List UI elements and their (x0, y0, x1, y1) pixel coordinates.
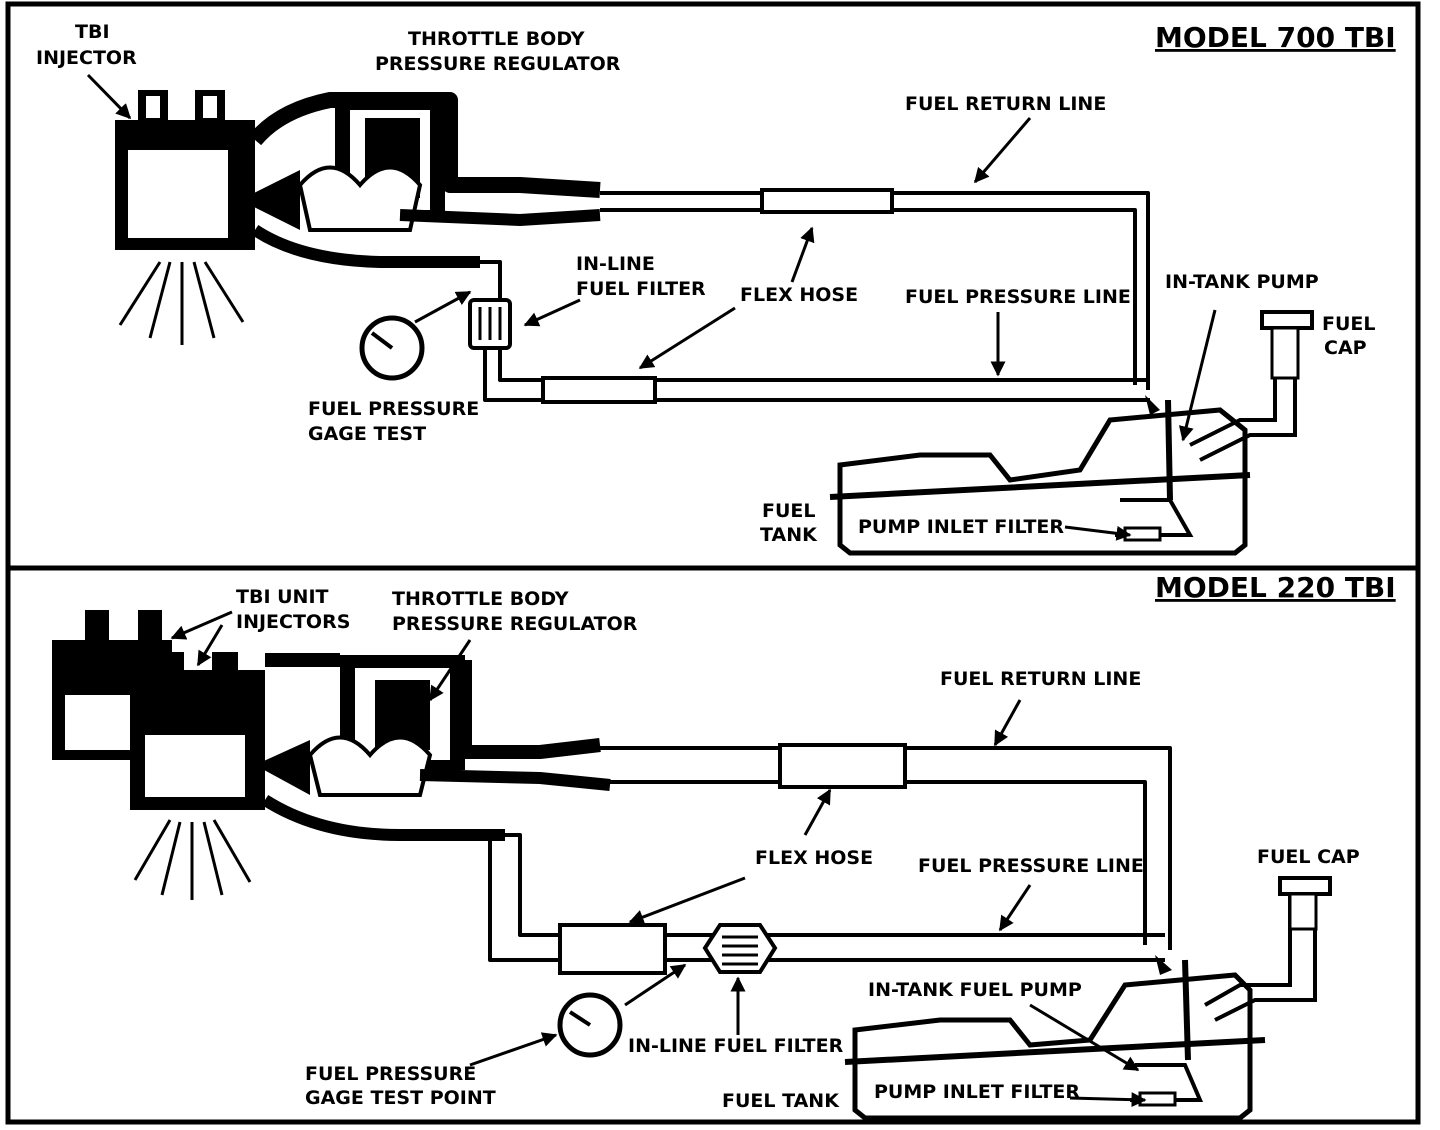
label-pressure-line-220: FUEL PRESSURE LINE (918, 855, 1144, 877)
label-gage-test-220-line2: GAGE TEST POINT (305, 1087, 496, 1109)
fuel-tank-220 (844, 955, 1266, 1121)
label-fuel-tank-700-line2: TANK (760, 524, 818, 546)
panel-model-220: MODEL 220 TBI (52, 571, 1396, 1121)
flex-hose-return-220 (778, 743, 907, 789)
label-regulator-700-line1: THROTTLE BODY (408, 28, 585, 50)
tb-hoses-700 (248, 92, 601, 268)
label-flex-hose-700: FLEX HOSE (740, 284, 858, 306)
label-return-line-220: FUEL RETURN LINE (940, 668, 1141, 690)
label-tbi-unit-injectors-line1: TBI UNIT (236, 586, 329, 608)
label-fuel-cap-700-line1: FUEL (1322, 313, 1376, 335)
label-regulator-220-line1: THROTTLE BODY (392, 588, 569, 610)
label-tbi-injector-line2: INJECTOR (36, 47, 137, 69)
model-700-title: MODEL 700 TBI (1155, 21, 1396, 54)
model-220-title: MODEL 220 TBI (1155, 571, 1396, 604)
filler-neck-cap-700 (1189, 310, 1314, 462)
injector-spray-lines (118, 261, 245, 345)
inline-filter-700 (468, 298, 512, 350)
pressure-gauge-220 (557, 992, 623, 1058)
label-fuel-tank-220: FUEL TANK (722, 1090, 840, 1112)
label-gage-test-700-line2: GAGE TEST (308, 423, 426, 445)
label-pump-inlet-filter-220: PUMP INLET FILTER (874, 1081, 1080, 1103)
label-fuel-tank-700-line1: FUEL (762, 500, 816, 522)
label-gage-test-700-line1: FUEL PRESSURE (308, 398, 479, 420)
pressure-regulator-220 (307, 655, 465, 797)
pressure-line-220-inner (488, 835, 1165, 962)
pressure-line-220 (505, 833, 1165, 937)
pressure-regulator-700 (297, 95, 445, 232)
panel-model-700: MODEL 700 TBI (36, 21, 1396, 556)
outer-frame (5, 1, 1421, 1125)
label-inline-filter-700-line2: FUEL FILTER (576, 278, 706, 300)
label-flex-hose-220: FLEX HOSE (755, 847, 873, 869)
label-gage-test-220-line1: FUEL PRESSURE (305, 1063, 476, 1085)
injector-spray-lines-220 (133, 819, 252, 900)
tbi-injector-body (115, 90, 300, 250)
flex-hose-pressure-220 (558, 923, 667, 975)
tb-hoses-220 (261, 653, 611, 841)
tbi-unit-injectors-body (52, 610, 310, 810)
label-inline-filter-700-line1: IN-LINE (576, 253, 655, 275)
label-pressure-line-700: FUEL PRESSURE LINE (905, 286, 1131, 308)
label-in-tank-pump-220: IN-TANK FUEL PUMP (868, 979, 1082, 1001)
label-regulator-700-line2: PRESSURE REGULATOR (375, 53, 621, 75)
label-tbi-unit-injectors-line2: INJECTORS (236, 611, 350, 633)
label-inline-filter-220: IN-LINE FUEL FILTER (628, 1035, 844, 1057)
label-tbi-injector-line1: TBI (75, 21, 110, 43)
pressure-gauge-700 (359, 315, 425, 381)
label-pump-inlet-filter-700: PUMP INLET FILTER (858, 516, 1064, 538)
label-fuel-cap-700-line2: CAP (1324, 337, 1367, 359)
filler-neck-cap-220 (1204, 876, 1332, 1022)
fuel-tank-700 (829, 395, 1251, 556)
inline-filter-220 (702, 923, 778, 974)
label-regulator-220-line2: PRESSURE REGULATOR (392, 613, 638, 635)
label-return-line-700: FUEL RETURN LINE (905, 93, 1106, 115)
leader-arrows-700 (86, 73, 1217, 541)
label-fuel-cap-220: FUEL CAP (1257, 846, 1360, 868)
label-in-tank-pump-700: IN-TANK PUMP (1165, 271, 1319, 293)
pressure-line-700-inner (483, 345, 1150, 402)
flex-hose-return-700 (760, 188, 894, 214)
flex-hose-pressure-700 (541, 376, 657, 404)
leader-arrows-220 (170, 610, 1147, 1108)
